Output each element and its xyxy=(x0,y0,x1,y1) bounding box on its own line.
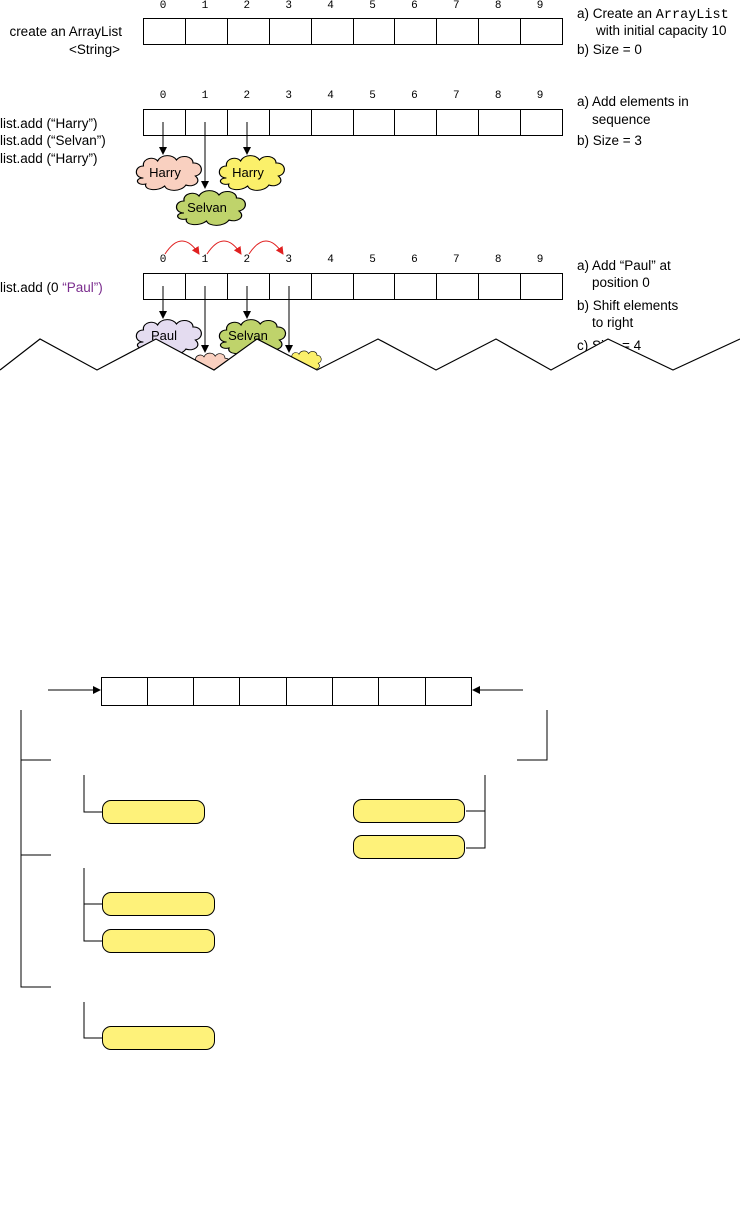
array-slot xyxy=(478,18,522,45)
slot-index-label: 4 xyxy=(327,90,334,102)
torn-edge-line xyxy=(0,338,740,371)
block-cell xyxy=(193,677,240,706)
note-2b: b) Size = 3 xyxy=(577,133,642,148)
array-slot xyxy=(310,18,354,45)
slot-index-label: 5 xyxy=(369,254,376,266)
block-cell xyxy=(332,677,379,706)
pill-4 xyxy=(102,892,215,916)
slot-index-label: 0 xyxy=(159,0,167,12)
note-1a-prefix: a) Create an xyxy=(577,6,656,21)
array-slot xyxy=(226,109,270,136)
slot-index-label: 7 xyxy=(452,0,460,12)
shift-arc-2 xyxy=(248,240,284,255)
slot-index-label: 0 xyxy=(159,90,167,102)
slot-index-label: 9 xyxy=(536,254,544,266)
note-2a: a) Add elements in xyxy=(577,94,689,109)
block-cell xyxy=(147,677,194,706)
cloud-label-selvan-2: Selvan xyxy=(228,328,268,343)
slot-index-label: 1 xyxy=(201,0,209,12)
array-slot xyxy=(520,273,564,300)
array-slot xyxy=(268,109,312,136)
slot-index-label: 2 xyxy=(243,90,251,102)
note-1a-line2: with initial capacity 10 xyxy=(596,23,727,38)
array-slot xyxy=(184,273,228,300)
slot-index-label: 8 xyxy=(494,0,502,12)
array-slot xyxy=(394,18,438,45)
slot-index-label: 7 xyxy=(452,254,460,266)
pill-6 xyxy=(102,1026,215,1050)
slot-index-label: 9 xyxy=(536,0,544,12)
slot-index-label: 3 xyxy=(285,90,292,102)
torn-edge-cover xyxy=(0,339,740,660)
code-paul-prefix: list.add (0 xyxy=(0,280,63,295)
note-3b: b) Shift elements xyxy=(577,298,679,313)
slot-index-label: 3 xyxy=(285,0,292,12)
tree-connectors xyxy=(20,710,548,1039)
code-line-paul: list.add (0 “Paul”) xyxy=(0,279,103,296)
note-1a-code: ArrayList xyxy=(655,8,729,23)
array-slot xyxy=(520,109,564,136)
slot-index-label: 6 xyxy=(411,0,418,12)
slot-index-label: 8 xyxy=(494,254,502,266)
pill-3 xyxy=(353,835,465,859)
slot-index-label: 6 xyxy=(411,254,418,266)
cloud-label-selvan: Selvan xyxy=(187,200,227,215)
slot-index-label: 6 xyxy=(411,90,418,102)
slot-index-label: 0 xyxy=(159,254,167,266)
array-slot xyxy=(184,18,228,45)
create-label: create an ArrayList xyxy=(9,24,122,39)
shift-arc-0 xyxy=(164,240,200,255)
string-type-label: <String> xyxy=(68,42,120,57)
code-paul-arg: “Paul”) xyxy=(62,280,103,295)
note-3b-line2: to right xyxy=(592,315,634,330)
code-line-2: list.add (“Selvan”) xyxy=(0,133,106,148)
slot-index-label: 5 xyxy=(369,90,376,102)
pill-1 xyxy=(102,800,205,824)
pill-2 xyxy=(353,799,465,823)
cloud-label-harry-2: Harry xyxy=(232,165,264,180)
block-cell xyxy=(378,677,426,706)
note-1b: b) Size = 0 xyxy=(577,42,642,57)
note-2a-line2: sequence xyxy=(592,112,651,127)
slot-index-label: 2 xyxy=(243,0,251,12)
slot-index-label: 3 xyxy=(285,254,292,266)
slot-index-label: 1 xyxy=(201,90,209,102)
array-slot xyxy=(226,273,270,300)
block-cell xyxy=(239,677,287,706)
cloud-label-paul: Paul xyxy=(150,328,178,343)
pill-5 xyxy=(102,929,215,953)
array-slot xyxy=(143,18,186,45)
code-line-3: list.add (“Harry”) xyxy=(0,151,98,166)
array-slot xyxy=(520,18,564,45)
block-cell xyxy=(101,677,148,706)
slot-index-label: 7 xyxy=(452,90,460,102)
array-slot xyxy=(268,18,312,45)
array-slot xyxy=(478,273,522,300)
slot-index-label: 8 xyxy=(494,90,502,102)
slot-index-label: 2 xyxy=(243,254,251,266)
slot-index-label: 9 xyxy=(536,90,544,102)
block-cell xyxy=(425,677,472,706)
block-cell xyxy=(286,677,333,706)
slot-index-label: 1 xyxy=(201,254,209,266)
slot-index-label: 5 xyxy=(369,0,376,12)
note-3a: a) Add “Paul” at xyxy=(577,258,671,273)
note-1a: a) Create an ArrayList xyxy=(577,5,729,24)
array-slot xyxy=(143,273,186,300)
slot-index-label: 4 xyxy=(327,254,334,266)
array-slot xyxy=(436,18,480,45)
shift-arc-1 xyxy=(206,240,242,255)
note-3a-line2: position 0 xyxy=(592,275,650,290)
slot-index-label: 4 xyxy=(327,0,334,12)
code-line-1: list.add (“Harry”) xyxy=(0,116,98,131)
cloud-label-harry-1: Harry xyxy=(149,165,181,180)
